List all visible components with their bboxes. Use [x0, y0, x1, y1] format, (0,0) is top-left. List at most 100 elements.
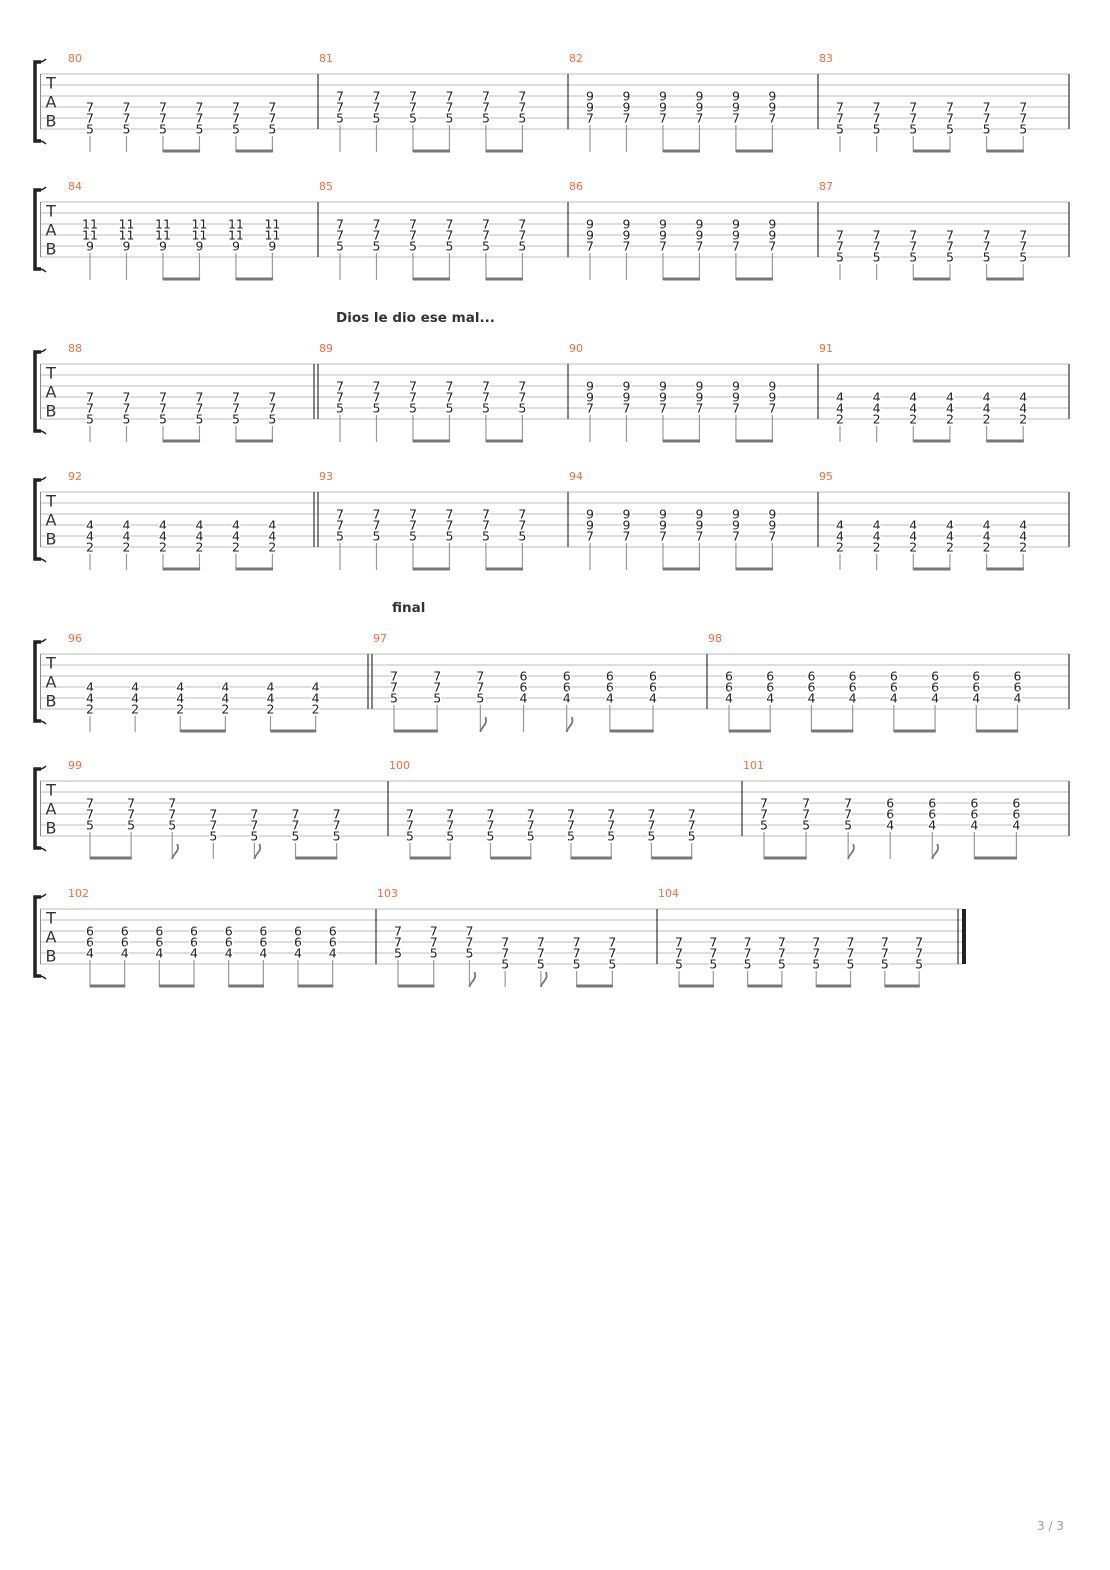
note-beam [576, 984, 613, 988]
note-beam [90, 856, 132, 860]
fret-number: 4 [312, 680, 320, 695]
note-beam [162, 277, 201, 281]
fret-number: 4 [1014, 691, 1022, 706]
fret-number: 7 [909, 228, 917, 243]
measure-number: 82 [569, 52, 583, 65]
fret-number: 7 [409, 89, 417, 104]
tab-clef-letter: B [46, 947, 57, 966]
fret-number: 4 [649, 691, 657, 706]
fret-number: 7 [518, 89, 526, 104]
fret-number: 5 [983, 122, 991, 137]
fret-number: 7 [623, 239, 631, 254]
fret-number: 9 [623, 518, 631, 533]
fret-number: 4 [259, 946, 267, 961]
fret-number: 5 [518, 239, 526, 254]
fret-number: 7 [127, 807, 135, 822]
fret-number: 7 [476, 669, 484, 684]
fret-number: 6 [190, 935, 198, 950]
fret-number: 9 [623, 89, 631, 104]
chord: 664 [604, 667, 615, 732]
chord: 775 [290, 805, 301, 859]
fret-number: 4 [946, 401, 954, 416]
chord: 442 [913, 388, 955, 443]
fret-number: 4 [155, 946, 163, 961]
fret-number: 5 [394, 946, 402, 961]
fret-number: 9 [695, 518, 703, 533]
fret-number: 2 [873, 412, 881, 427]
chord: 442 [270, 678, 321, 733]
fret-number: 7 [446, 818, 454, 833]
fret-number: 7 [909, 239, 917, 254]
measure-number: 91 [819, 342, 833, 355]
fret-number: 7 [768, 239, 776, 254]
fret-number: 5 [836, 250, 844, 265]
fret-number: 5 [567, 829, 575, 844]
fret-number: 7 [695, 529, 703, 544]
fret-number: 9 [659, 518, 667, 533]
note-beam [662, 277, 701, 281]
fret-number: 5 [537, 957, 545, 972]
fret-number: 9 [623, 100, 631, 115]
chord: 442 [981, 388, 992, 442]
chord: 664 [976, 667, 1023, 733]
eighth-flag [565, 716, 574, 733]
fret-number: 7 [946, 100, 954, 115]
fret-number: 2 [836, 540, 844, 555]
note-beam [412, 277, 451, 281]
tab-clef-letter: A [46, 928, 57, 947]
fret-number: 5 [847, 957, 855, 972]
fret-number: 7 [586, 401, 594, 416]
note-beam [412, 439, 451, 443]
fret-number: 5 [946, 122, 954, 137]
chord: 775 [85, 98, 95, 152]
chord: 442 [835, 388, 846, 442]
tab-system: TAB8077577577577577577581775775775775775… [33, 52, 1070, 153]
chord: 997 [730, 87, 741, 152]
fret-number: 5 [232, 412, 240, 427]
fret-number: 7 [573, 935, 581, 950]
final-barline-thick [962, 909, 966, 964]
fret-number: 7 [268, 401, 276, 416]
system-bracket [33, 640, 41, 723]
note-beam [485, 567, 523, 571]
fret-number: 9 [659, 507, 667, 522]
fret-number: 7 [430, 935, 438, 950]
fret-number: 7 [336, 390, 344, 405]
fret-number: 4 [946, 529, 954, 544]
chord: 775 [121, 388, 132, 442]
fret-number: 7 [409, 228, 417, 243]
fret-number: 7 [232, 111, 240, 126]
fret-number: 9 [732, 89, 740, 104]
fret-number: 7 [373, 507, 381, 522]
fret-number: 5 [446, 829, 454, 844]
note-beam [913, 439, 951, 443]
fret-number: 4 [836, 529, 844, 544]
fret-number: 7 [333, 807, 341, 822]
note-beam [570, 856, 612, 860]
note-beam [747, 984, 783, 988]
fret-number: 5 [709, 957, 717, 972]
fret-number: 2 [946, 412, 954, 427]
chord: 664 [811, 667, 858, 733]
note-beam [986, 277, 1024, 281]
fret-number: 6 [294, 924, 302, 939]
chord: 775 [167, 794, 179, 860]
note-beam [986, 149, 1024, 153]
fret-number: 9 [695, 228, 703, 243]
fret-number: 4 [873, 529, 881, 544]
fret-number: 6 [1012, 796, 1020, 811]
note-beam [735, 149, 773, 153]
fret-number: 5 [760, 818, 768, 833]
chord: 442 [85, 678, 96, 732]
tab-system: TAB8411119111191111911119111191111985775… [33, 180, 1070, 281]
fret-number: 6 [1012, 807, 1020, 822]
chord: 997 [662, 505, 705, 571]
fret-number: 7 [373, 379, 381, 394]
fret-number: 4 [1019, 529, 1027, 544]
fret-number: 5 [336, 239, 344, 254]
fret-number: 4 [946, 390, 954, 405]
note-beam [735, 567, 773, 571]
